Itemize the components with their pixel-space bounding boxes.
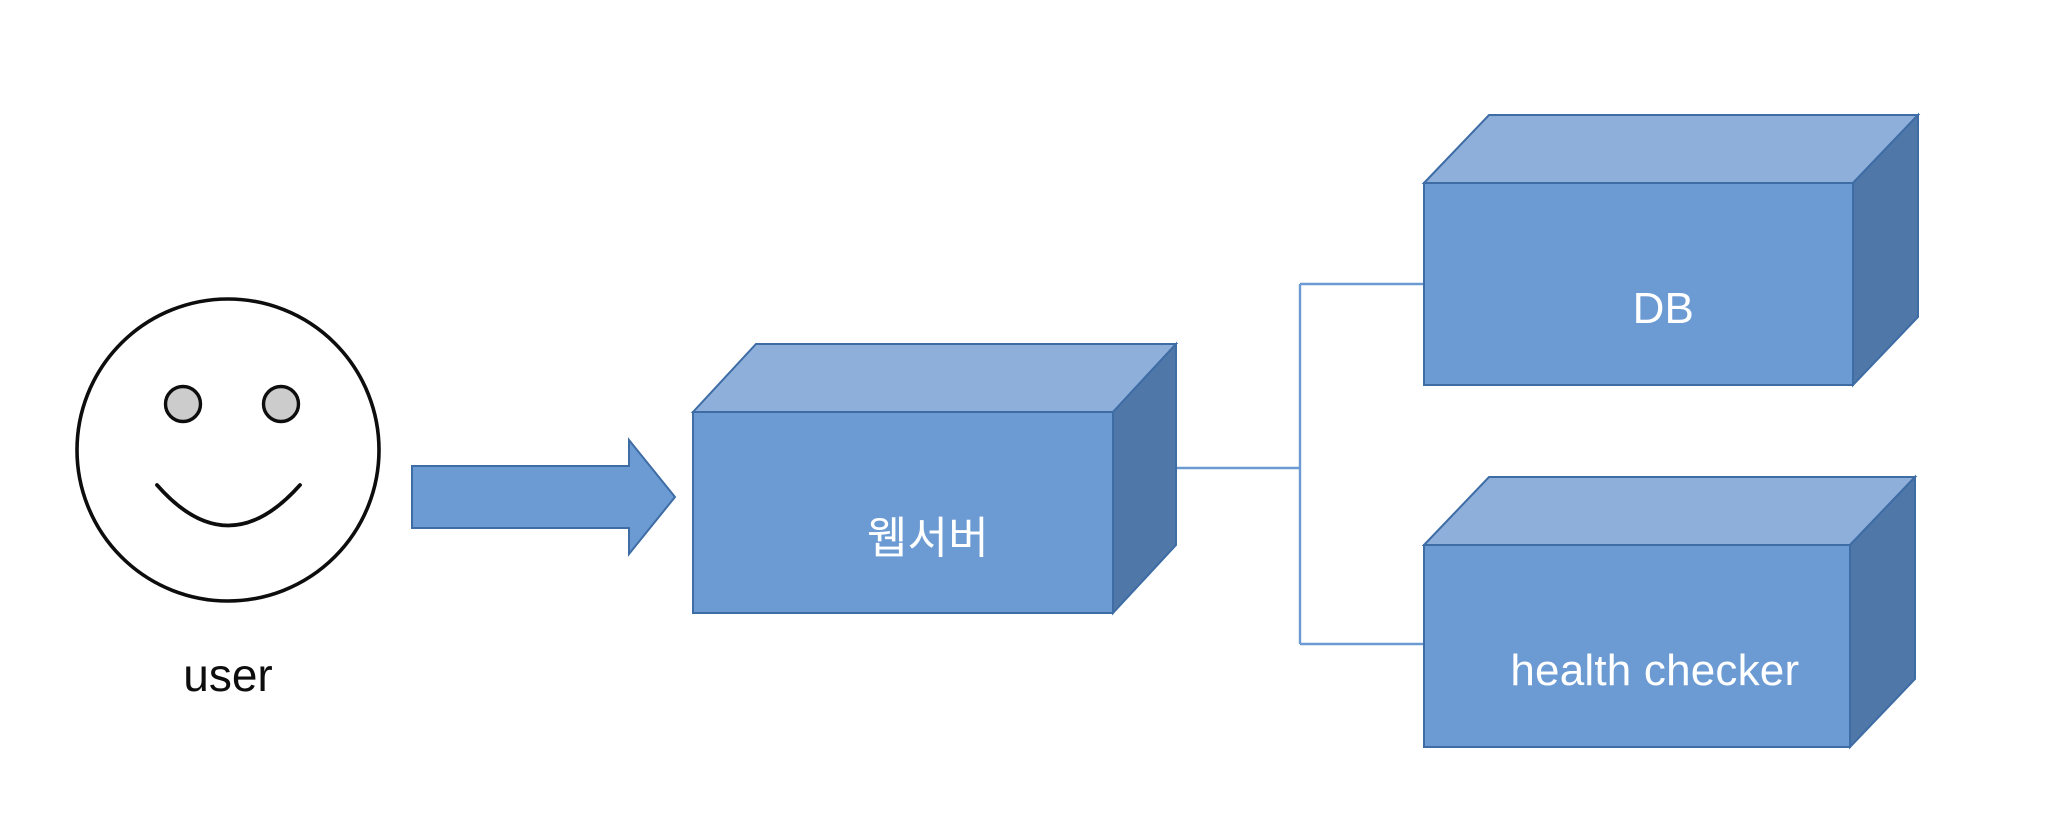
health-checker-top-face xyxy=(1421,476,1918,546)
right-eye-icon xyxy=(261,384,301,424)
user-label: user xyxy=(183,649,273,701)
health-checker-front-face xyxy=(1423,544,1851,748)
node-db[interactable] xyxy=(1421,112,1921,388)
web-server-top-face xyxy=(690,343,1179,413)
node-web-server[interactable] xyxy=(690,341,1179,616)
left-eye-icon xyxy=(163,384,203,424)
arrow-shape xyxy=(411,437,677,557)
smiley-face-icon[interactable] xyxy=(75,297,381,603)
right-arrow-icon[interactable] xyxy=(411,437,677,557)
face-outline-circle xyxy=(75,297,381,603)
connector-group xyxy=(1177,282,1426,646)
smile-mouth-icon xyxy=(155,483,302,528)
db-front-face xyxy=(1423,182,1854,386)
node-health-checker[interactable] xyxy=(1421,474,1918,750)
db-top-face xyxy=(1421,114,1921,184)
web-server-front-face xyxy=(692,411,1114,614)
